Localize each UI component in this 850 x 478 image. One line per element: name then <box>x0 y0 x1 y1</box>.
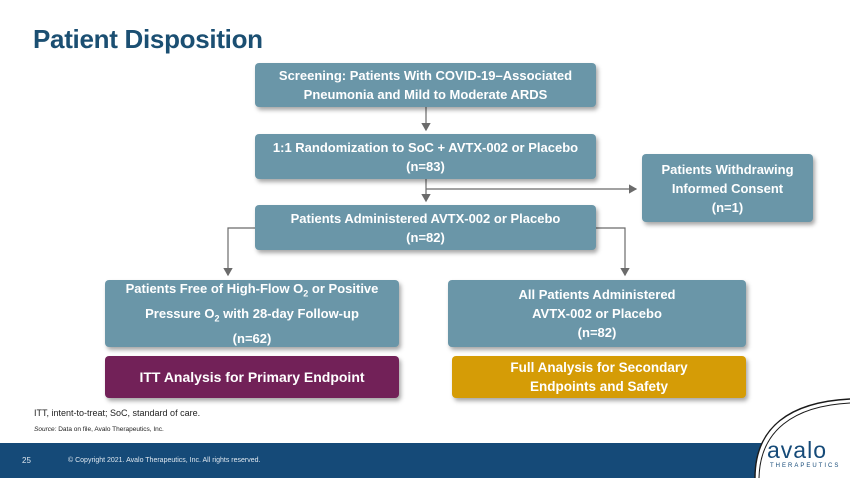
itt-analysis-box: ITT Analysis for Primary Endpoint <box>105 356 399 398</box>
screening-line-2: Pneumonia and Mild to Moderate ARDS <box>303 87 548 102</box>
free-line-2: Pressure O2 with 28-day Follow-up <box>145 306 359 324</box>
administered-line-1: Patients Administered AVTX-002 or Placeb… <box>290 210 561 226</box>
all-patients-box: All Patients Administered AVTX-002 or Pl… <box>448 280 746 347</box>
administered-count: (n=82) <box>406 229 445 245</box>
withdrawing-line-1: Patients Withdrawing <box>661 161 794 177</box>
randomization-count: (n=83) <box>406 158 445 174</box>
full-analysis-line-2: Endpoints and Safety <box>529 379 668 394</box>
all-patients-count: (n=82) <box>577 325 617 340</box>
full-analysis-line-1: Full Analysis for Secondary <box>510 360 688 375</box>
logo-wordmark: avalo <box>767 437 827 463</box>
copyright-text: © Copyright 2021. Avalo Therapeutics, In… <box>68 457 261 464</box>
randomization-line-1: 1:1 Randomization to SoC + AVTX-002 or P… <box>272 139 579 155</box>
all-patients-line-2: AVTX-002 or Placebo <box>532 306 662 321</box>
itt-analysis-label: ITT Analysis for Primary Endpoint <box>139 368 365 385</box>
withdrawing-count: (n=1) <box>711 199 744 215</box>
free-of-high-flow-box: Patients Free of High-Flow O2 or Positiv… <box>105 280 399 347</box>
page-number: 25 <box>22 456 31 465</box>
randomization-box: 1:1 Randomization to SoC + AVTX-002 or P… <box>255 134 596 179</box>
slide-title: Patient Disposition <box>33 24 263 54</box>
source-note: Source: Data on file, Avalo Therapeutics… <box>34 426 164 433</box>
all-patients-line-1: All Patients Administered <box>518 287 676 302</box>
avalo-logo-icon <box>754 398 850 478</box>
logo-subtitle: THERAPEUTICS <box>770 463 841 469</box>
footer-bar <box>0 443 850 478</box>
withdrawing-line-2: Informed Consent <box>671 180 784 196</box>
withdrawing-box: Patients Withdrawing Informed Consent (n… <box>642 154 813 222</box>
arrow-administered-to-free <box>223 227 255 277</box>
full-analysis-box: Full Analysis for Secondary Endpoints an… <box>452 356 746 398</box>
screening-box: Screening: Patients With COVID-19–Associ… <box>255 63 596 107</box>
administered-box: Patients Administered AVTX-002 or Placeb… <box>255 205 596 250</box>
arrow-administered-to-all <box>596 227 630 277</box>
free-count: (n=62) <box>232 330 272 346</box>
screening-line-1: Screening: Patients With COVID-19–Associ… <box>278 68 573 83</box>
free-line-1: Patients Free of High-Flow O2 or Positiv… <box>125 281 379 299</box>
abbreviation-footnote: ITT, intent-to-treat; SoC, standard of c… <box>34 408 201 418</box>
